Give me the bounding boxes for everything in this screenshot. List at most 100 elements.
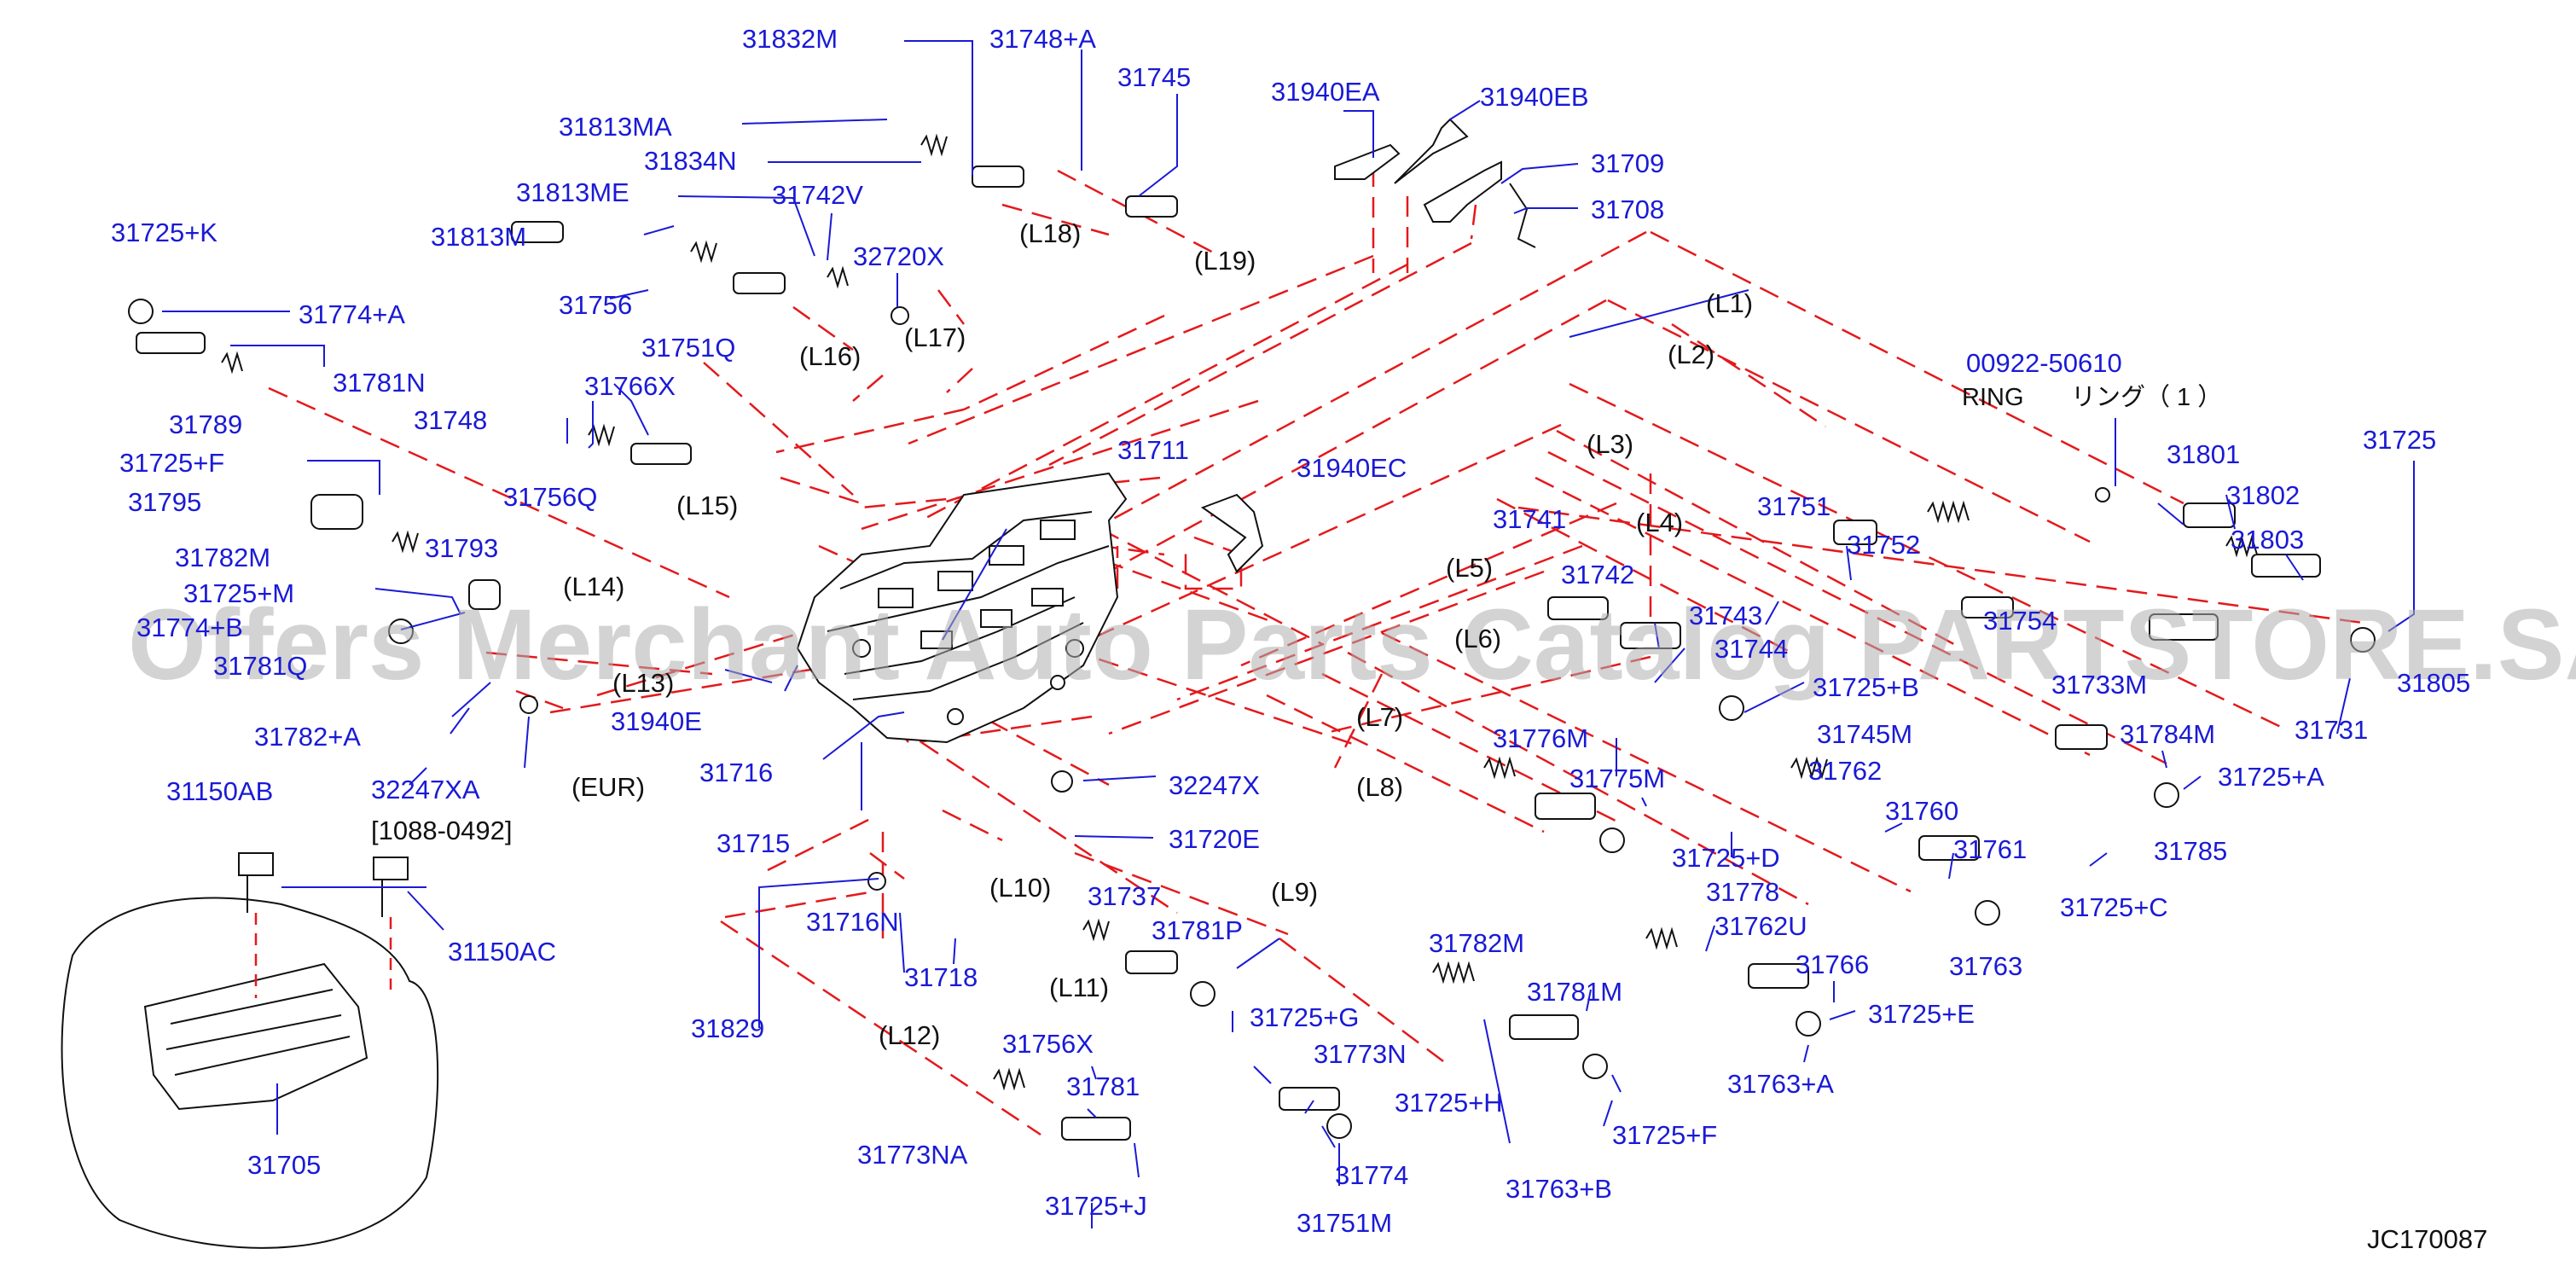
part-label: 31940E [611, 706, 702, 736]
part-label: 31715 [717, 828, 791, 858]
part-label: 31725+F [1612, 1120, 1718, 1150]
part-label: 31774+A [299, 299, 405, 329]
part-label: 31813ME [516, 177, 629, 207]
part-label: 31940EA [1271, 77, 1380, 107]
part-label: 31716 [699, 758, 774, 787]
part-label: 00922-50610 [1966, 348, 2122, 378]
ring-note-jp: リング（ 1 ） [2071, 384, 2223, 411]
line-label: (L15) [676, 491, 739, 520]
part-label: 31742 [1561, 560, 1635, 589]
part-label: 31782+A [254, 722, 361, 752]
part-label: 31725+M [183, 578, 295, 608]
part-label: 31725+J [1045, 1191, 1147, 1221]
part-label: 31745M [1817, 719, 1913, 749]
part-label: 31725+G [1250, 1002, 1360, 1032]
part-label: 31745 [1117, 62, 1192, 92]
line-label: (L11) [1049, 973, 1110, 1002]
part-label: 31748+A [989, 24, 1096, 54]
part-label: 31781P [1152, 915, 1243, 945]
line-label: (L6) [1454, 624, 1502, 653]
part-label: 31754 [1983, 606, 2057, 636]
line-label: (L2) [1668, 340, 1715, 369]
diagram-code: JC170087 [2367, 1224, 2488, 1254]
part-label: 31741 [1493, 504, 1567, 534]
part-label: 31784M [2120, 719, 2216, 749]
part-label: 31709 [1591, 148, 1665, 178]
part-label: 31763+A [1727, 1069, 1834, 1099]
part-label: 31756Q [503, 482, 598, 512]
part-label: 31813MA [559, 112, 672, 142]
part-label: 31782M [1429, 928, 1525, 958]
part-label: 31762 [1808, 756, 1883, 786]
part-label: 31760 [1885, 796, 1959, 826]
part-label: 31705 [247, 1150, 322, 1180]
line-label: (L17) [904, 322, 966, 352]
part-label: 31795 [128, 487, 202, 517]
part-label: 32247XA [371, 775, 480, 804]
part-label: 31940EB [1480, 82, 1589, 112]
part-label: 31781N [333, 368, 426, 398]
line-label: (L12) [879, 1020, 941, 1050]
part-label: 31733M [2051, 670, 2148, 700]
part-label: 31751 [1757, 491, 1831, 521]
part-label: 31737 [1088, 881, 1162, 911]
part-label: 31773N [1314, 1039, 1407, 1069]
line-label: (L3) [1587, 429, 1634, 459]
line-label: (L4) [1636, 508, 1684, 537]
line-label: (L14) [563, 572, 625, 601]
part-label: 31793 [425, 533, 499, 563]
part-label: 31743 [1689, 601, 1763, 630]
part-label: 31744 [1714, 634, 1789, 664]
part-label: 31725+D [1672, 843, 1780, 873]
line-label: (L19) [1194, 246, 1256, 276]
part-label: 31832M [742, 24, 838, 54]
line-label: (L8) [1356, 772, 1404, 802]
region-note-eur: (EUR) [571, 772, 646, 802]
part-label: 31781Q [213, 651, 308, 681]
part-label: 31725 [2363, 425, 2437, 455]
part-label: 31775M [1569, 764, 1666, 793]
line-label: (L18) [1019, 218, 1082, 248]
part-label: 31731 [2295, 715, 2369, 745]
part-label: 31711 [1117, 435, 1189, 465]
part-label: 31766 [1796, 950, 1870, 979]
component-outlines [61, 118, 2376, 1249]
line-label: (L16) [799, 341, 862, 371]
part-label: 31813M [431, 222, 527, 252]
part-label: 31150AB [166, 776, 274, 806]
part-label: 31748 [414, 405, 488, 435]
line-label: (L9) [1271, 877, 1319, 907]
part-label: 31751M [1297, 1208, 1393, 1238]
part-label: 31778 [1706, 877, 1780, 907]
part-label: 31150AC [448, 937, 556, 967]
ring-note-en: RING [1962, 384, 2024, 411]
part-label: 31752 [1847, 530, 1921, 560]
leader-lines [162, 40, 2415, 1228]
part-label: 32247X [1169, 770, 1260, 800]
part-label: 31725+F [119, 448, 225, 478]
part-label: 31762U [1714, 911, 1807, 941]
part-label: 31725+E [1868, 999, 1975, 1029]
part-label: 31829 [691, 1013, 765, 1043]
part-label: 31789 [169, 409, 243, 439]
part-label: 31802 [2226, 480, 2300, 510]
part-label: 31781M [1527, 977, 1623, 1007]
part-label: 31774+B [136, 613, 243, 642]
part-label: 31782M [175, 543, 271, 572]
line-label: (L10) [989, 873, 1052, 903]
part-label: 31781 [1066, 1071, 1140, 1101]
part-label: 31720E [1169, 824, 1260, 854]
part-label: 31940EC [1297, 453, 1407, 483]
part-label: 31766X [584, 371, 676, 401]
line-label: (L7) [1356, 702, 1404, 732]
line-label: (L1) [1706, 288, 1754, 318]
part-label: 31761 [1953, 834, 2028, 864]
part-label: 31776M [1493, 723, 1589, 753]
part-label: 31725+A [2218, 762, 2324, 792]
line-label: (L5) [1446, 553, 1494, 583]
line-label: (L13) [612, 668, 675, 698]
part-label: 31708 [1591, 195, 1665, 224]
housing-dash [254, 913, 392, 998]
date-range-note: [1088-0492] [371, 816, 513, 845]
